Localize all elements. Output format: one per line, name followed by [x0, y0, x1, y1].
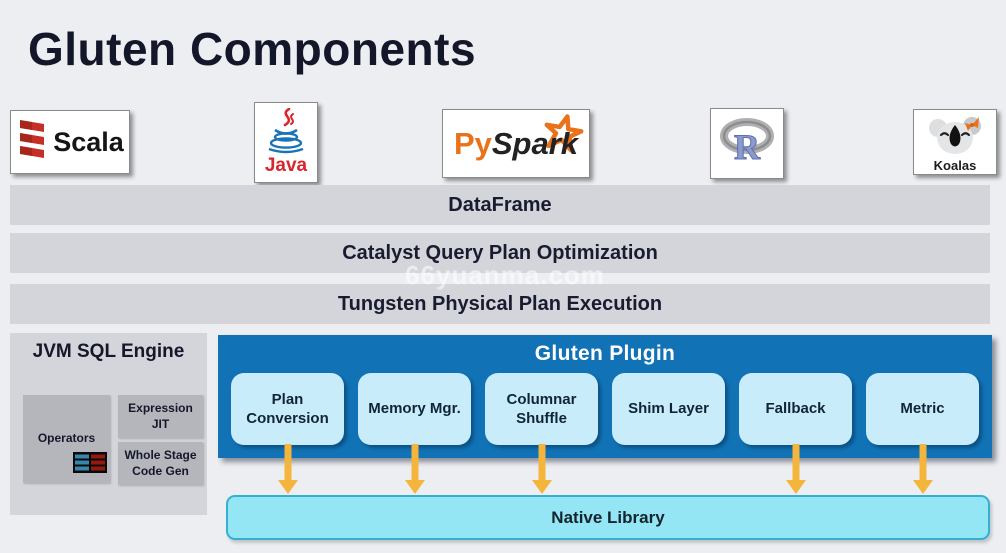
svg-text:R: R — [734, 127, 761, 167]
table-rows-icon — [73, 452, 107, 478]
r-logo-card: R — [710, 108, 784, 179]
native-library-bar: Native Library — [226, 495, 990, 540]
down-arrow-icon — [785, 444, 807, 494]
operators-label: Operators — [37, 431, 96, 446]
component-memory-mgr: Memory Mgr. — [358, 373, 471, 445]
component-plan-conversion: Plan Conversion — [231, 373, 344, 445]
koala-icon — [927, 113, 983, 160]
page-title: Gluten Components — [28, 23, 477, 75]
whole-stage-codegen-box: Whole Stage Code Gen — [118, 442, 203, 485]
down-arrow-icon — [277, 444, 299, 494]
java-logo-label: Java — [264, 155, 308, 176]
spark-star-icon — [542, 113, 584, 160]
layer-dataframe: DataFrame — [10, 185, 990, 225]
gluten-component-row: Plan Conversion Memory Mgr. Columnar Shu… — [231, 373, 979, 445]
operators-box: Operators — [23, 395, 110, 483]
koalas-logo-card: Koalas — [913, 109, 997, 175]
gluten-plugin-title: Gluten Plugin — [534, 342, 676, 365]
jvm-sql-engine-title: JVM SQL Engine — [32, 341, 185, 362]
layer-tungsten-execution: Tungsten Physical Plan Execution — [10, 284, 990, 324]
pyspark-py-label: Py — [453, 125, 492, 161]
layer-catalyst-optimization: Catalyst Query Plan Optimization — [10, 233, 990, 273]
scala-logo-card: Scala — [10, 110, 130, 174]
java-logo-card: Java — [254, 102, 318, 183]
component-fallback: Fallback — [739, 373, 852, 445]
scala-logo-label: Scala — [53, 126, 124, 157]
java-cup-icon — [265, 107, 307, 159]
component-shim-layer: Shim Layer — [612, 373, 725, 445]
down-arrow-icon — [404, 444, 426, 494]
down-arrow-icon — [912, 444, 934, 494]
r-ring-icon: R — [718, 115, 776, 172]
watermark: 66yuanma.com — [405, 260, 605, 290]
jvm-sql-engine-box: JVM SQL Engine Operators Expression JIT … — [10, 333, 207, 515]
component-columnar-shuffle: Columnar Shuffle — [485, 373, 598, 445]
scala-bars-icon — [16, 119, 48, 166]
component-metric: Metric — [866, 373, 979, 445]
down-arrow-icon — [531, 444, 553, 494]
expression-jit-box: Expression JIT — [118, 395, 203, 438]
koalas-logo-label: Koalas — [933, 158, 977, 173]
gluten-plugin-box: Gluten Plugin Plan Conversion Memory Mgr… — [218, 335, 992, 458]
pyspark-spark-label: Spark — [491, 125, 579, 161]
